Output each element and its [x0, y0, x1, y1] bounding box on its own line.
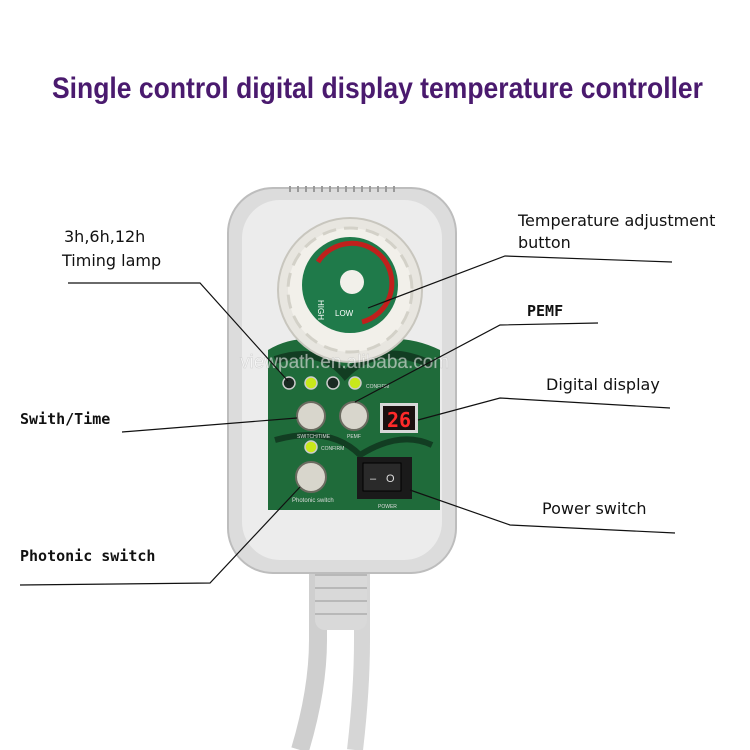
pemf-button-label: PEMF	[347, 434, 361, 440]
timing-lamp-label-line1: 3h,6h,12h	[64, 227, 145, 246]
temperature-button-label-line1: Temperature adjustment	[517, 211, 715, 230]
vent-slots	[289, 186, 395, 192]
confirm-label: CONFIRM	[366, 384, 389, 390]
temperature-button-label-line2: button	[518, 233, 571, 252]
timing-lamp-12h	[326, 376, 340, 390]
switch-time-button[interactable]: SWITCH/TIME	[296, 401, 331, 440]
power-label: POWER	[378, 504, 397, 510]
knob-low-label: LOW	[335, 309, 354, 318]
pemf-confirm-lamp	[348, 376, 362, 390]
leader-lines	[19, 255, 676, 586]
photonic-switch-label: Photonic switch	[20, 547, 155, 565]
photonic-confirm-lamp	[304, 440, 318, 454]
timing-lamp-label-line2: Timing lamp	[61, 251, 161, 270]
confirm-label-2: CONFIRM	[321, 446, 344, 452]
rocker-off-mark: –	[370, 473, 377, 485]
photonic-button-label: Photonic switch	[292, 498, 334, 504]
switch-time-label: Swith/Time	[20, 410, 110, 428]
digital-display: 26	[380, 403, 418, 433]
switch-time-button-label: SWITCH/TIME	[297, 434, 331, 440]
timing-lamp-3h	[282, 376, 296, 390]
power-rocker-switch[interactable]: – O POWER	[357, 457, 412, 510]
timing-lamps: CONFIRM CONFIRM	[282, 376, 389, 454]
watermark: viewpath.en.alibaba.com	[240, 352, 449, 373]
power-switch-label: Power switch	[542, 499, 647, 518]
pemf-label: PEMF	[527, 302, 563, 320]
knob-high-label: HIGH	[316, 300, 325, 320]
pemf-button[interactable]: PEMF	[339, 401, 369, 440]
photonic-switch-button[interactable]: Photonic switch	[292, 461, 334, 504]
display-value: 26	[387, 408, 411, 432]
power-cable	[291, 560, 370, 750]
page-title: Single control digital display temperatu…	[52, 72, 703, 105]
timing-lamp-6h	[304, 376, 318, 390]
temperature-knob[interactable]: HIGH LOW	[277, 217, 423, 363]
rocker-on-mark: O	[386, 473, 395, 485]
digital-display-label: Digital display	[546, 375, 660, 394]
